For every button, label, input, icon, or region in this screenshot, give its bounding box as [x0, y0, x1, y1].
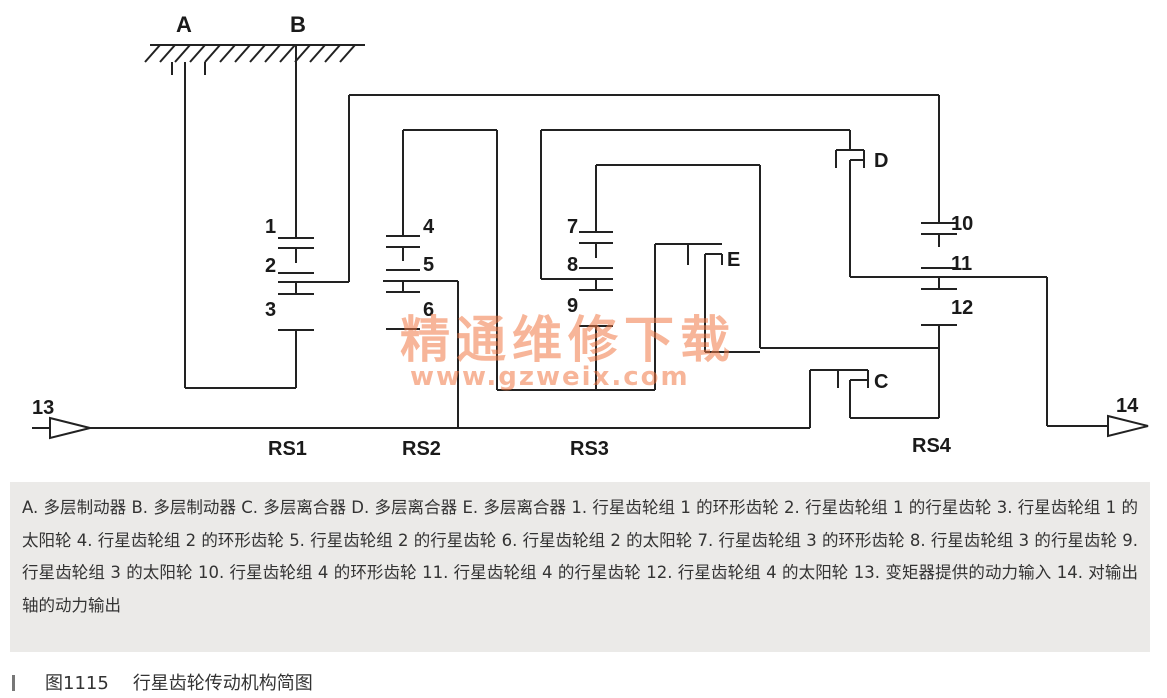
label-5: 5	[423, 254, 434, 276]
brake-a	[171, 62, 296, 389]
label-a: A	[176, 12, 192, 37]
label-b: B	[290, 12, 306, 37]
clutch-e	[654, 243, 939, 390]
input-shaft	[32, 416, 810, 440]
label-8: 8	[567, 254, 578, 276]
label-rs2: RS2	[402, 438, 441, 460]
clutch-c	[809, 369, 939, 428]
label-rs3: RS3	[570, 438, 609, 460]
label-d: D	[874, 150, 888, 172]
label-1: 1	[265, 216, 276, 238]
label-6: 6	[423, 299, 434, 321]
gearset-rs2	[383, 129, 655, 428]
label-3: 3	[265, 299, 276, 321]
label-rs4: RS4	[912, 435, 952, 457]
label-10: 10	[951, 213, 973, 235]
label-9: 9	[567, 295, 578, 317]
label-12: 12	[951, 297, 973, 319]
caption-bar	[12, 675, 15, 691]
legend-box: A. 多层制动器 B. 多层制动器 C. 多层离合器 D. 多层离合器 E. 多…	[10, 482, 1150, 652]
watermark-text: 精通维修下载	[400, 311, 736, 369]
gearset-rs4	[921, 95, 957, 418]
housing	[144, 44, 365, 63]
label-c: C	[874, 371, 888, 393]
gearset-rs3	[540, 129, 850, 390]
label-e: E	[727, 249, 740, 271]
planetary-gear-schematic: A B D E C 1 2 3 4 5 6 7 8 9 10 11 12 13 …	[32, 12, 1149, 460]
output-shaft	[1046, 277, 1149, 438]
caption-title: 行星齿轮传动机构简图	[132, 673, 313, 694]
label-4: 4	[423, 216, 435, 238]
legend-text: A. 多层制动器 B. 多层制动器 C. 多层离合器 D. 多层离合器 E. 多…	[22, 498, 1138, 615]
watermark-url: www.gzweix.com	[410, 362, 690, 392]
caption-number: 图1115	[45, 673, 109, 694]
label-rs1: RS1	[268, 438, 307, 460]
figure-caption: 图1115 行星齿轮传动机构简图	[12, 669, 313, 695]
label-7: 7	[567, 216, 578, 238]
label-11: 11	[951, 253, 972, 275]
label-14: 14	[1116, 395, 1139, 417]
label-2: 2	[265, 255, 276, 277]
clutch-d	[835, 130, 1047, 278]
gearset-rs1	[278, 94, 939, 388]
label-13: 13	[32, 397, 54, 419]
